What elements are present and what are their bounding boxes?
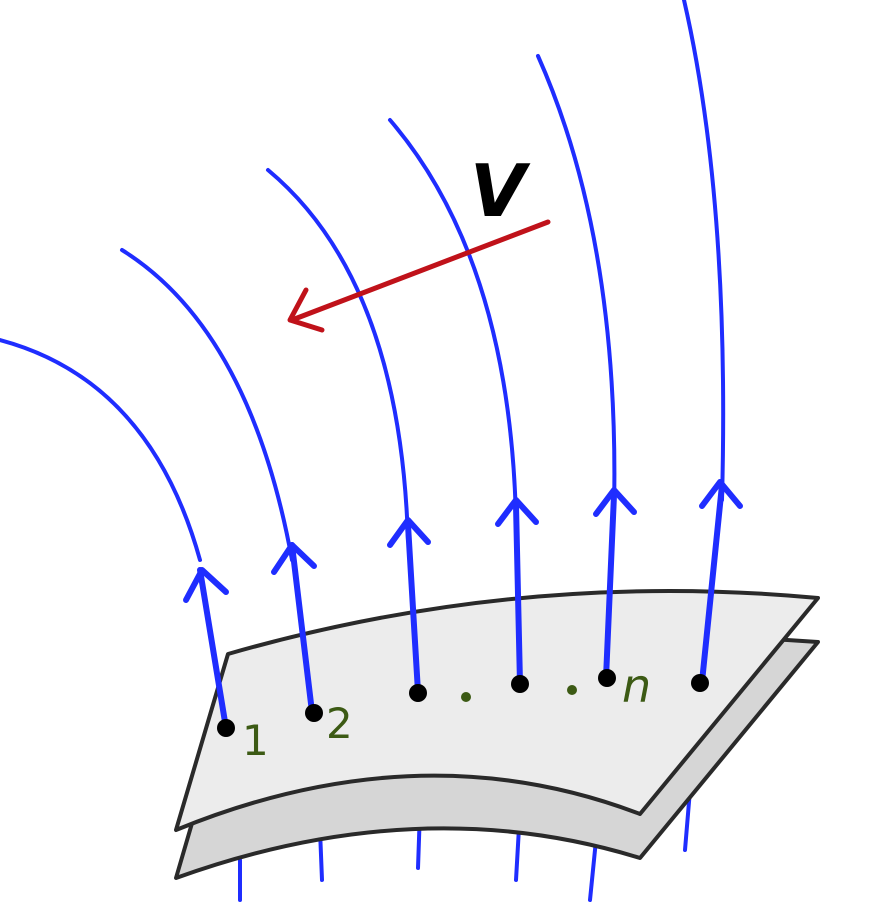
point-label-1: 1 (242, 716, 269, 765)
field-line-3 (266, 168, 410, 542)
point-label-2: 2 (326, 699, 353, 748)
point-5 (598, 669, 616, 687)
point-1 (217, 719, 235, 737)
velocity-arrow-head (287, 287, 325, 333)
field-line-6-lower (699, 482, 725, 685)
field-line-6 (682, 0, 726, 502)
field-arrowheads (183, 479, 743, 603)
point-3 (409, 684, 427, 702)
field-line-5-lower (603, 492, 617, 681)
field-line-1 (0, 338, 202, 562)
point-label-n: n (622, 659, 651, 713)
field-line-2 (120, 248, 294, 562)
ellipsis-dot-1 (461, 692, 471, 702)
point-n (691, 674, 709, 692)
field-line-1-lower (197, 567, 229, 731)
arrowhead-3 (387, 517, 431, 548)
velocity-arrow-shaft (289, 219, 551, 323)
point-4 (511, 675, 529, 693)
velocity-label: V (470, 149, 531, 233)
arrowhead-4 (495, 497, 539, 527)
field-line-3-lower (405, 522, 421, 695)
point-labels: 1 2 n (242, 659, 651, 765)
field-line-5 (536, 54, 617, 512)
velocity-vector: V (287, 149, 551, 333)
field-line-4-lower (513, 502, 523, 687)
sheet-points (217, 669, 709, 737)
arrowhead-5 (593, 487, 637, 517)
field-lines (0, 0, 726, 731)
arrowhead-6 (699, 479, 743, 509)
field-line-4 (388, 118, 518, 522)
ellipsis-dot-2 (567, 685, 577, 695)
arrowhead-2 (271, 542, 317, 575)
field-line-2-lower (289, 542, 315, 715)
arrowhead-1 (183, 567, 229, 603)
point-2 (305, 704, 323, 722)
